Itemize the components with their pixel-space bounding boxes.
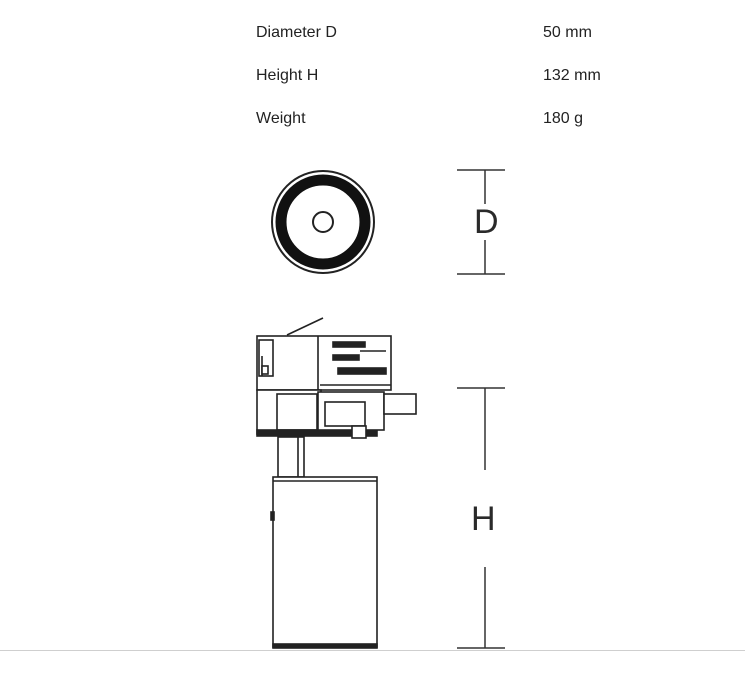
divider xyxy=(0,650,745,651)
dimension-d-bracket xyxy=(457,169,505,275)
spec-label: Weight xyxy=(256,110,306,127)
dimension-d-label: D xyxy=(474,203,499,241)
spec-label: Height H xyxy=(256,67,319,84)
dimension-h-label: H xyxy=(471,500,496,538)
spec-value: 180 g xyxy=(543,110,584,127)
track-adapter xyxy=(256,317,417,439)
spec-row-height: Height H 132 mm xyxy=(256,65,676,108)
spec-value: 132 mm xyxy=(543,67,601,84)
spec-row-weight: Weight 180 g xyxy=(256,108,676,151)
spec-value: 50 mm xyxy=(543,24,592,41)
spec-row-diameter: Diameter D 50 mm xyxy=(256,22,676,65)
fixture-stem xyxy=(277,436,305,478)
dimension-h-bracket xyxy=(457,387,505,649)
top-view xyxy=(271,170,375,274)
fixture-cylinder xyxy=(270,476,378,649)
spec-label: Diameter D xyxy=(256,24,337,41)
spec-table: Diameter D 50 mm Height H 132 mm Weight … xyxy=(256,22,676,151)
